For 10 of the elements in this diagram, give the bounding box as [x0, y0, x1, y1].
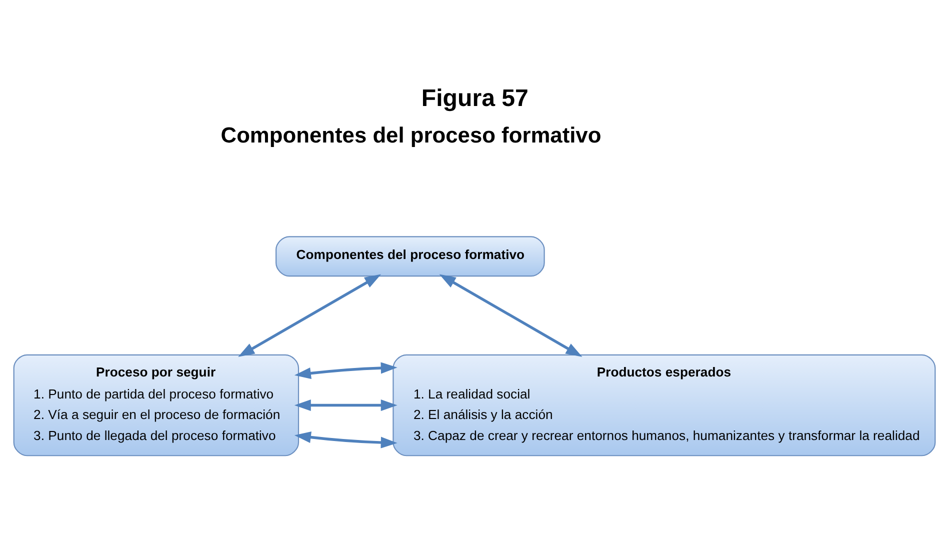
arrow: [238, 274, 381, 357]
arrow: [294, 432, 397, 448]
label: Componentes del proceso formativo: [220, 122, 601, 148]
node-box: Productos esperados 1. La realidad social 2. El análisis y la acción 3. Capaz de crear y recrear entornos humanos, humanizantes y transformar la realidad: [392, 354, 936, 456]
diagram-title: Figura 57: [420, 84, 528, 112]
arrow: [294, 400, 397, 412]
node-box: Componentes del proceso formativo: [275, 236, 544, 277]
node-box: Proceso por seguir 1. Punto de partida del proceso formativo 2. Vía a seguir en el proceso de formación 3. Punto de llegada del proceso formativo: [12, 354, 299, 456]
arrow: [294, 362, 397, 379]
arrow: [438, 274, 582, 357]
